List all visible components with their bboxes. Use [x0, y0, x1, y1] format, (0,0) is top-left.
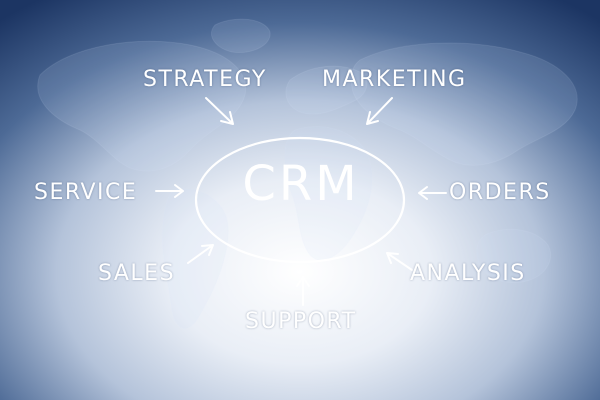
crm-center-label: CRM [242, 156, 360, 212]
marketing-label: MARKETING [322, 67, 467, 92]
crm-oval [194, 136, 406, 264]
strategy-label: STRATEGY [143, 67, 267, 92]
sales-label: SALES [98, 261, 176, 286]
support-label: SUPPORT [245, 309, 357, 334]
sales-arrow [187, 244, 214, 264]
service-arrow [155, 184, 184, 198]
australia-shape [476, 228, 552, 284]
asia-shape [350, 42, 578, 166]
analysis-arrow [386, 252, 413, 271]
orders-arrow [418, 186, 447, 200]
marketing-arrow [366, 97, 393, 125]
strategy-arrow [205, 97, 234, 125]
orders-label: ORDERS [449, 180, 551, 205]
service-label: SERVICE [34, 180, 138, 205]
europe-shape [285, 65, 368, 115]
analysis-label: ANALYSIS [410, 261, 526, 286]
greenland-shape [210, 18, 271, 54]
africa-shape [284, 126, 373, 261]
support-arrow [296, 276, 310, 306]
north-america-shape [37, 40, 247, 172]
